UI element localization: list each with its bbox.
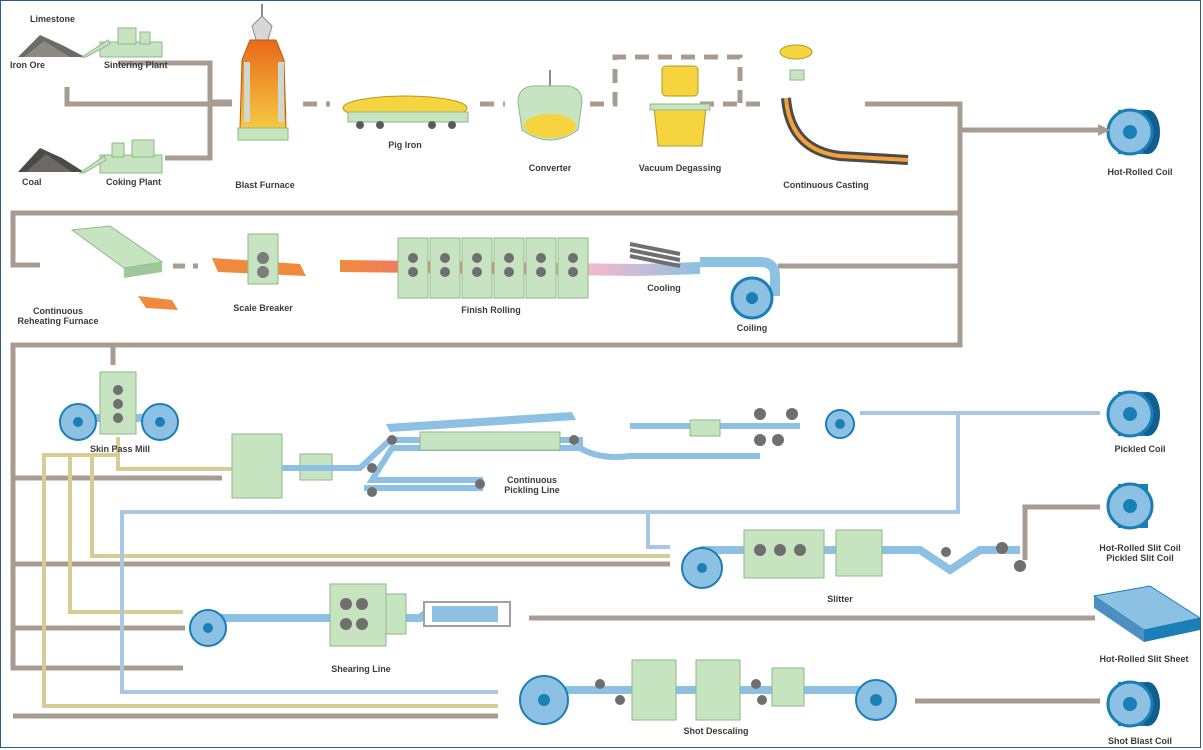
sintering-plant-label: Sintering Plant <box>104 60 168 70</box>
pickling-line-label-1: Continuous <box>507 475 557 485</box>
blast-furnace-label: Blast Furnace <box>235 180 295 190</box>
pickled-coil-label: Pickled Coil <box>1114 444 1166 454</box>
casting-to-reheat-line <box>10 101 963 268</box>
slitter-label: Slitter <box>827 594 853 604</box>
coke-to-furnace-line <box>165 106 213 161</box>
pig-iron-label: Pig Iron <box>388 140 422 150</box>
iron-ore-label: Iron Ore <box>10 60 46 70</box>
coiling-coil-icon <box>730 276 774 320</box>
shearing-line-icon <box>189 583 511 647</box>
brown-flow-lines <box>10 54 1100 719</box>
shearing-line-label: Shearing Line <box>331 664 391 674</box>
slit-coil-label-1: Hot-Rolled Slit Coil <box>1099 543 1181 553</box>
slitter-icon <box>681 529 1026 589</box>
cooling-sprays-icon <box>629 242 681 268</box>
reheating-furnace-label-2: Reheating Furnace <box>17 316 99 326</box>
blast-furnace-icon <box>237 4 289 141</box>
coking-plant-icon <box>78 139 163 174</box>
shot-descaling-icon <box>519 659 897 725</box>
finish-rolling-label: Finish Rolling <box>461 305 521 315</box>
limestone-label: Limestone <box>30 14 76 24</box>
sintering-plant-icon <box>80 27 163 58</box>
skin-pass-mill-icon <box>59 371 179 441</box>
coiling-label: Coiling <box>736 323 768 333</box>
blue-flow-lines <box>120 411 1100 694</box>
shot-descaling-label: Shot Descaling <box>683 726 749 736</box>
converter-label: Converter <box>528 163 572 173</box>
slit-coil-icon <box>1106 482 1154 530</box>
shot-blast-coil-label: Shot Blast Coil <box>1107 736 1173 746</box>
cooling-label: Cooling <box>647 283 681 293</box>
pickled-coil-icon <box>1106 390 1160 438</box>
vacuum-degassing-icon <box>649 65 711 147</box>
slit-sheet-icon <box>1092 585 1202 642</box>
pickling-line-icon <box>231 408 855 499</box>
coking-plant-label: Coking Plant <box>106 177 162 187</box>
continuous-casting-label: Continuous Casting <box>783 180 869 190</box>
slit-coil-label-2: Pickled Slit Coil <box>1106 553 1174 563</box>
reheating-furnace-label-1: Continuous <box>33 306 83 316</box>
shot-blast-coil-icon <box>1106 680 1160 728</box>
coil-product-line <box>778 127 1100 269</box>
scale-breaker-label: Scale Breaker <box>233 303 293 313</box>
pig-iron-car-icon <box>342 95 469 129</box>
tan-flow-lines <box>42 437 670 708</box>
coal-pile-icon <box>18 148 84 172</box>
finish-rolling-icon <box>340 237 700 299</box>
main-distribution-line <box>10 266 963 671</box>
converter-icon <box>517 70 583 141</box>
hot-rolled-coil-icon <box>1106 108 1160 156</box>
product-arrows <box>1098 124 1110 136</box>
continuous-casting-icon <box>779 44 909 165</box>
skin-pass-mill-label: Skin Pass Mill <box>89 444 151 454</box>
coiling-strip <box>700 257 780 296</box>
vacuum-degassing-label: Vacuum Degassing <box>638 163 722 173</box>
hot-rolled-coil-label: Hot-Rolled Coil <box>1107 167 1173 177</box>
coal-label: Coal <box>22 177 42 187</box>
ore-to-furnace-line <box>64 87 232 107</box>
scale-breaker-icon <box>212 233 306 285</box>
reheating-furnace-icon <box>70 225 178 310</box>
limestone-pile-icon <box>18 35 85 57</box>
pickling-line-label-2: Pickling Line <box>504 485 560 495</box>
slit-sheet-label: Hot-Rolled Slit Sheet <box>1099 654 1189 664</box>
